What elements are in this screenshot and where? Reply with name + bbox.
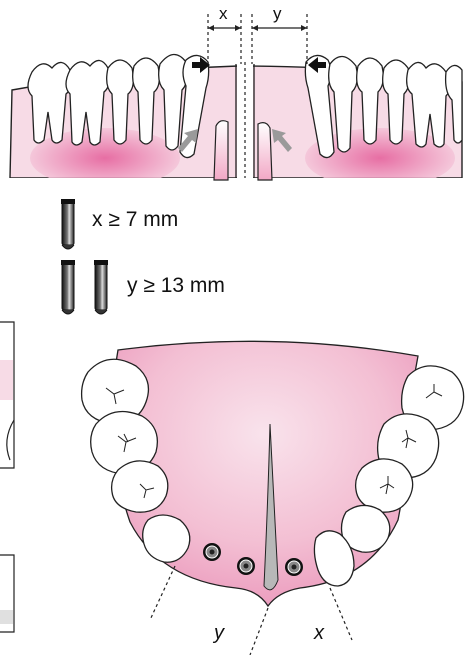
lateral-section-view	[0, 14, 473, 190]
implant-site-3	[285, 558, 303, 576]
occl-premolar-left-1	[112, 461, 168, 512]
implant-icon-pair	[61, 260, 108, 314]
implant-site-1	[203, 543, 221, 561]
dimension-label-y-top: y	[273, 4, 282, 24]
stub-left	[214, 121, 228, 180]
dimension-label-y-bottom: y	[214, 622, 224, 645]
dimension-label-x-bottom: x	[314, 622, 324, 645]
occl-canine-left	[143, 515, 190, 562]
rule-x-label: x ≥ 7 mm	[92, 208, 178, 232]
cropped-adjacent-figure	[0, 322, 14, 632]
rule-y-label: y ≥ 13 mm	[127, 274, 225, 298]
occlusal-arch-view	[82, 341, 464, 655]
dimension-label-x-top: x	[219, 4, 228, 24]
implant-site-2	[237, 557, 255, 575]
implant-icon-single	[61, 199, 75, 249]
stub-right	[258, 123, 272, 180]
